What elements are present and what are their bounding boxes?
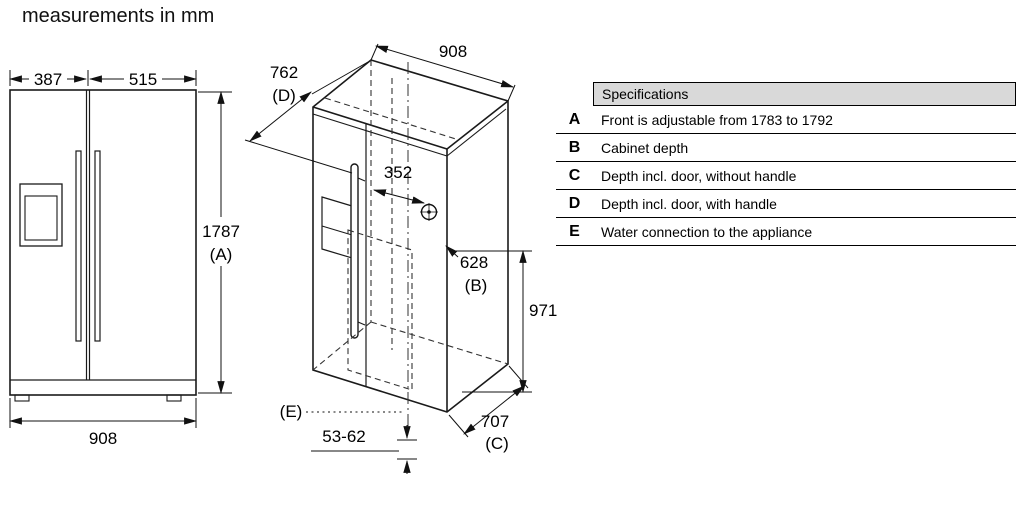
spec-desc: Depth incl. door, without handle [601, 167, 797, 184]
dim-B-key-label: (B) [465, 276, 488, 295]
front-view-dimensions: 387 515 1787 (A) 908 [8, 68, 245, 448]
iso-hidden-edges [312, 60, 509, 391]
right-foot [166, 394, 182, 402]
left-door-handle [75, 150, 82, 342]
dim-D-key-label: (D) [272, 86, 296, 105]
spec-key: A [568, 110, 581, 128]
spec-row-c: C Depth incl. door, without handle [556, 162, 1016, 190]
spec-table-corner [556, 82, 593, 106]
fridge-front-outline [9, 89, 197, 396]
left-foot [14, 394, 30, 402]
dim-908-iso-label: 908 [439, 42, 467, 61]
spec-desc: Cabinet depth [601, 139, 689, 156]
spec-row-a: A Front is adjustable from 1783 to 1792 [556, 106, 1016, 134]
dim-515-label: 515 [129, 70, 157, 89]
door-top-seam [312, 113, 448, 157]
page-title: measurements in mm [22, 5, 215, 27]
dispenser-recess [24, 195, 58, 241]
handle-bracket-top [357, 177, 366, 182]
dim-C-key-label: (C) [485, 434, 509, 453]
iso-view-diagram [312, 59, 509, 413]
spec-table: Specifications A Front is adjustable fro… [556, 82, 1016, 246]
spec-key: E [569, 222, 580, 240]
dim-762-label: 762 [270, 63, 298, 82]
spec-desc: Front is adjustable from 1783 to 1792 [601, 111, 833, 128]
spec-table-header-row: Specifications [556, 82, 1016, 106]
dispenser-outline [19, 183, 63, 247]
dim-352-label: 352 [384, 163, 412, 182]
spec-row-e: E Water connection to the appliance [556, 218, 1016, 246]
spec-desc: Water connection to the appliance [601, 223, 813, 240]
right-door-handle [94, 150, 101, 342]
front-view-diagram [9, 89, 197, 402]
spec-key: C [568, 166, 581, 184]
dim-A-key-label: (A) [210, 245, 233, 264]
iso-dispenser-detail [321, 225, 353, 236]
iso-handle [350, 163, 359, 339]
handle-bracket-bottom [357, 321, 366, 326]
dim-628-label: 628 [460, 253, 488, 272]
dim-E-key-label: (E) [280, 402, 303, 421]
fridge-iso-outline [312, 59, 509, 413]
side-top-seam [446, 108, 507, 157]
dim-971-label: 971 [529, 301, 557, 320]
dim-53-62-label: 53-62 [322, 427, 365, 446]
dim-387-label: 387 [34, 70, 62, 89]
dim-908-front-label: 908 [89, 429, 117, 448]
spec-row-b: B Cabinet depth [556, 134, 1016, 162]
dim-707-label: 707 [481, 412, 509, 431]
dim-1787-label: 1787 [202, 222, 240, 241]
water-connection-icon [420, 203, 438, 221]
spec-key: B [568, 138, 581, 156]
spec-key: D [568, 194, 581, 212]
spec-table-header: Specifications [593, 82, 1016, 106]
spec-desc: Depth incl. door, with handle [601, 195, 777, 212]
iso-dimensions: 762 (D) 908 352 628 (B) 971 707 (C) [244, 42, 557, 474]
spec-row-d: D Depth incl. door, with handle [556, 190, 1016, 218]
